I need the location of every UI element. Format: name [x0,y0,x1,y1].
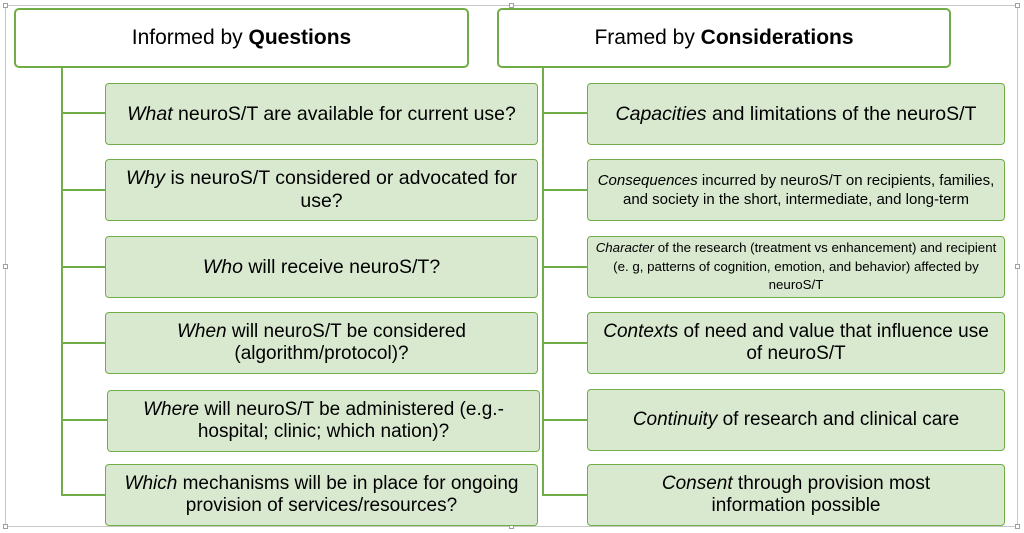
questions-header[interactable]: Informed by Questions [14,8,469,68]
question-keyword: Why [126,167,166,190]
consideration-box-contexts[interactable]: Contexts of need and value that influenc… [587,312,1005,374]
question-box-which[interactable]: Which mechanisms will be in place for on… [105,464,538,526]
question-rest: mechanisms will be in place for ongoing … [177,472,524,516]
resize-handle-bottom-right[interactable] [1015,524,1020,529]
resize-handle-middle-left[interactable] [3,264,8,269]
header-prefix: Informed by [131,26,249,49]
consideration-rest: incurred by neuroS/T on recipients, fami… [622,171,999,209]
right-branch-line [542,419,588,421]
consideration-rest: through provision most information possi… [711,472,936,516]
resize-handle-middle-right[interactable] [1015,264,1020,269]
left-branch-line [61,342,106,344]
right-branch-line [542,189,588,191]
consideration-text: Consequences incurred by neuroS/T on rec… [596,171,996,210]
left-branch-line [61,112,106,114]
consideration-text: Character of the research (treatment vs … [592,239,1000,294]
consideration-keyword: Contexts [603,320,679,342]
question-keyword: What [127,102,173,125]
left-branch-line [61,419,108,421]
consideration-rest: of need and value that influence use of … [678,320,995,364]
question-text: Which mechanisms will be in place for on… [112,473,531,517]
question-rest: will neuroS/T be administered (e.g.- hos… [197,398,510,442]
header-bold-word: Questions [248,26,352,49]
right-trunk-line [542,66,544,496]
question-box-where[interactable]: Where will neuroS/T be administered (e.g… [107,390,540,452]
consideration-box-character[interactable]: Character of the research (treatment vs … [587,236,1005,298]
consideration-rest: and limitations of the neuroS/T [706,102,977,125]
resize-handle-bottom-left[interactable] [3,524,8,529]
right-branch-line [542,112,588,114]
right-branch-line [542,266,588,268]
question-rest: neuroS/T are available for current use? [172,102,516,125]
right-branch-line [542,342,588,344]
question-text: Who will receive neuroS/T? [203,256,440,279]
consideration-text: Continuity of research and clinical care [633,409,959,431]
question-box-when[interactable]: When will neuroS/T be considered (algori… [105,312,538,374]
consideration-text: Consent through provision most informati… [638,473,954,517]
consideration-box-capacities[interactable]: Capacities and limitations of the neuroS… [587,83,1005,145]
consideration-keyword: Consequences [597,171,698,189]
consideration-box-consent[interactable]: Consent through provision most informati… [587,464,1005,526]
question-text: When will neuroS/T be considered (algori… [146,321,497,365]
left-trunk-line [61,66,63,496]
question-text: What neuroS/T are available for current … [127,103,516,126]
question-keyword: Who [202,255,243,278]
consideration-box-consequences[interactable]: Consequences incurred by neuroS/T on rec… [587,159,1005,221]
question-rest: will receive neuroS/T? [242,255,441,278]
consideration-text: Capacities and limitations of the neuroS… [616,103,977,126]
left-branch-line [61,494,106,496]
left-branch-line [61,189,106,191]
consideration-text: Contexts of need and value that influenc… [598,321,994,365]
consideration-rest: of research and clinical care [717,408,960,430]
question-keyword: Which [124,472,178,494]
consideration-keyword: Consent [661,472,733,494]
consideration-keyword: Capacities [615,102,707,125]
question-rest: will neuroS/T be considered (algorithm/p… [226,320,472,364]
header-prefix: Framed by [594,26,701,49]
header-bold-word: Considerations [700,26,854,49]
resize-handle-top-center[interactable] [509,3,514,8]
question-text: Where will neuroS/T be administered (e.g… [118,399,529,443]
question-box-why[interactable]: Why is neuroS/T considered or advocated … [105,159,538,221]
considerations-header[interactable]: Framed by Considerations [497,8,951,68]
question-box-who[interactable]: Who will receive neuroS/T? [105,236,538,298]
question-keyword: Where [143,398,200,420]
consideration-box-continuity[interactable]: Continuity of research and clinical care [587,389,1005,451]
consideration-keyword: Continuity [632,408,718,430]
question-text: Why is neuroS/T considered or advocated … [112,167,531,213]
consideration-keyword: Character [595,240,655,256]
resize-handle-top-right[interactable] [1015,3,1020,8]
question-rest: is neuroS/T considered or advocated for … [165,167,523,212]
question-box-what[interactable]: What neuroS/T are available for current … [105,83,538,145]
consideration-rest: of the research (treatment vs enhancemen… [613,240,1000,293]
resize-handle-top-left[interactable] [3,3,8,8]
left-branch-line [61,266,106,268]
right-branch-line [542,494,588,496]
question-keyword: When [176,320,227,342]
